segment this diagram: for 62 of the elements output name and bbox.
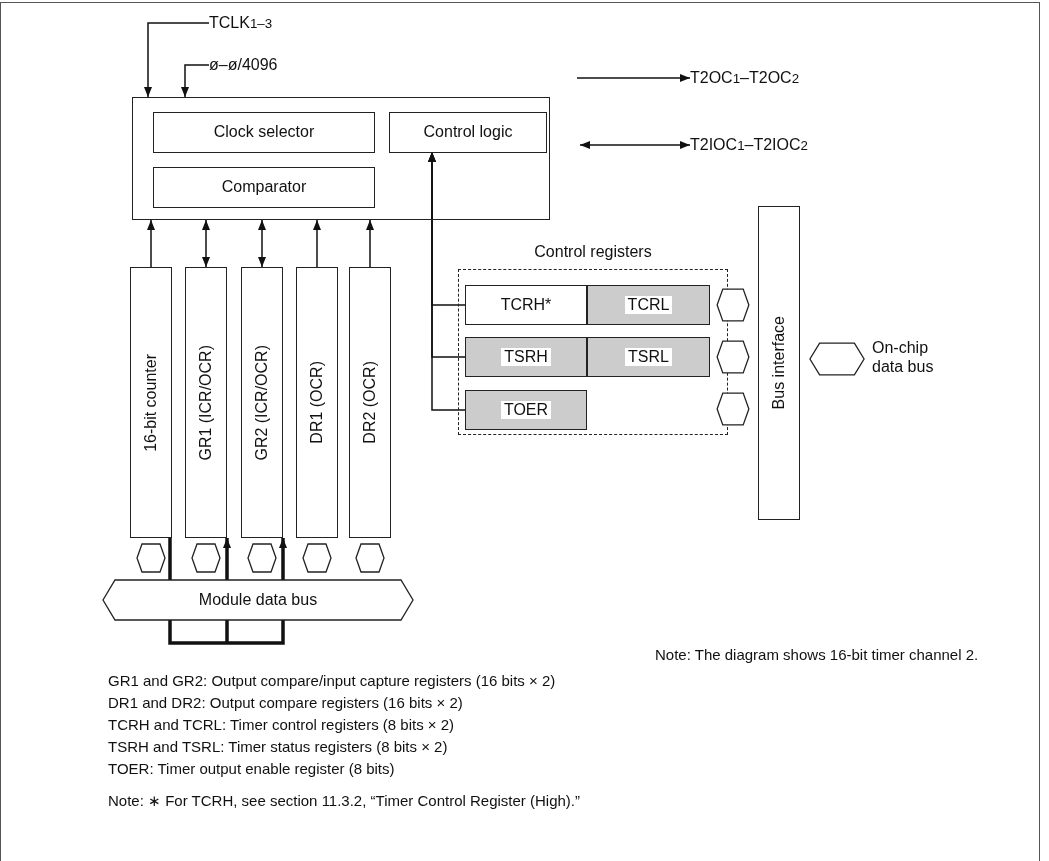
arrow: [428, 151, 466, 411]
bus-buffer-hexagon: [302, 543, 332, 573]
register-column: [349, 267, 391, 538]
group-heading: Control registers: [533, 243, 653, 261]
arrow: [202, 219, 210, 268]
register-cell: [465, 337, 587, 377]
arrow: [223, 538, 231, 580]
bus-label: Module data bus: [198, 590, 318, 610]
arrow: [366, 219, 374, 268]
arrow: [279, 538, 287, 580]
arrow: [258, 219, 266, 268]
register-cell: [465, 285, 587, 325]
box-label: GR2 (ICR/OCR): [252, 344, 271, 461]
bus-buffer-hexagon: [247, 543, 277, 573]
bus-caption: On-chip data bus: [872, 338, 935, 377]
box-label: 16-bit counter: [141, 353, 160, 452]
bus-buffer-hexagon: [355, 543, 385, 573]
bus-buffer-hexagon: [191, 543, 221, 573]
legend-text: GR1 and GR2: Output compare/input capture registers (16 bits × 2): [108, 672, 556, 689]
register-column: [241, 267, 283, 538]
register-column: [296, 267, 338, 538]
box-label: Comparator: [221, 178, 307, 197]
arrow: [147, 219, 155, 268]
box-label: TCRH*: [500, 295, 552, 315]
register-column: [185, 267, 227, 538]
register-cell: [587, 337, 710, 377]
box-label: Bus interface: [769, 316, 788, 410]
note-text: Note: The diagram shows 16-bit timer channel 2.: [655, 646, 979, 663]
function-box: [153, 112, 375, 153]
register-column: [130, 267, 172, 538]
bus-buffer-hexagon: [808, 342, 866, 376]
box-label: Control logic: [423, 123, 513, 142]
arrow: [181, 64, 210, 98]
arrow: [313, 219, 321, 268]
timer-block: [132, 97, 550, 220]
box-label: GR1 (ICR/OCR): [196, 344, 215, 461]
arrow: [144, 22, 210, 98]
box-label: DR2 (OCR): [360, 361, 379, 444]
register-cell: [465, 390, 587, 430]
register-column: [758, 206, 800, 520]
box-label: Clock selector: [213, 123, 315, 142]
bus-buffer-hexagon: [716, 392, 750, 426]
bus-buffer-hexagon: [136, 543, 166, 573]
function-box: [153, 167, 375, 208]
legend-text: TSRH and TSRL: Timer status registers (8 bits × 2): [108, 738, 448, 755]
register-cell: [587, 285, 710, 325]
box-label: TSRL: [625, 347, 672, 367]
connector-line: [168, 538, 172, 580]
note-text: Note: ∗ For TCRH, see section 11.3.2, “Timer Control Register (High).”: [108, 792, 581, 810]
function-box: [389, 112, 547, 153]
bus-buffer-hexagon: [716, 288, 750, 322]
box-label: TCRL: [624, 295, 673, 315]
legend-text: DR1 and DR2: Output compare registers (16 bits × 2): [108, 694, 463, 711]
legend-text: TCRH and TCRL: Timer control registers (8 bits × 2): [108, 716, 455, 733]
legend-text: TOER: Timer output enable register (8 bits): [108, 760, 395, 777]
box-label: DR1 (OCR): [307, 361, 326, 444]
box-label: TSRH: [501, 347, 551, 367]
box-label: TOER: [500, 400, 552, 420]
arrow: [576, 74, 691, 82]
bus-buffer-hexagon: [716, 340, 750, 374]
signal-label: ø–ø/4096: [209, 54, 309, 76]
arrow: [579, 141, 691, 149]
